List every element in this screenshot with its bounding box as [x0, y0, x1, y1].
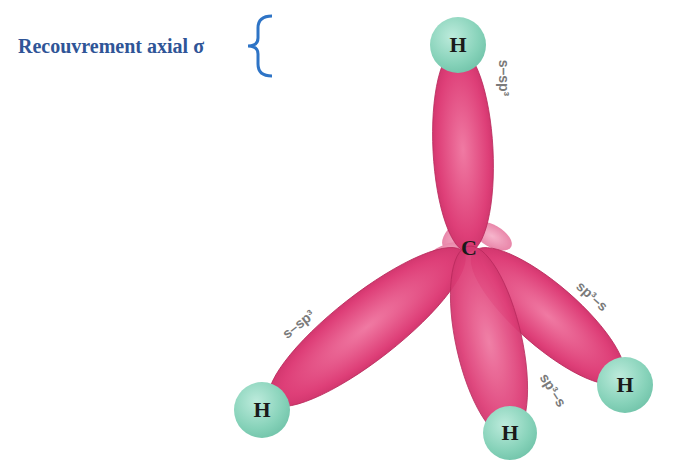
- atom-symbol: H: [253, 397, 270, 423]
- hydrogen-atom: H: [483, 406, 537, 460]
- overlap-label: sp³–s: [537, 370, 570, 409]
- hydrogen-atom: H: [430, 17, 486, 73]
- overlap-label: s–sp³: [496, 60, 512, 97]
- curly-bracket: [248, 16, 272, 76]
- atom-symbol: H: [501, 420, 518, 446]
- hydrogen-atom: H: [234, 382, 290, 438]
- atom-symbol: H: [449, 32, 466, 58]
- caption-text: Recouvrement axial σ: [18, 35, 204, 58]
- hydrogen-atom: H: [597, 357, 653, 413]
- atom-symbol: H: [616, 372, 633, 398]
- atom-symbol: C: [461, 235, 477, 261]
- sp3-lobes: [251, 47, 643, 445]
